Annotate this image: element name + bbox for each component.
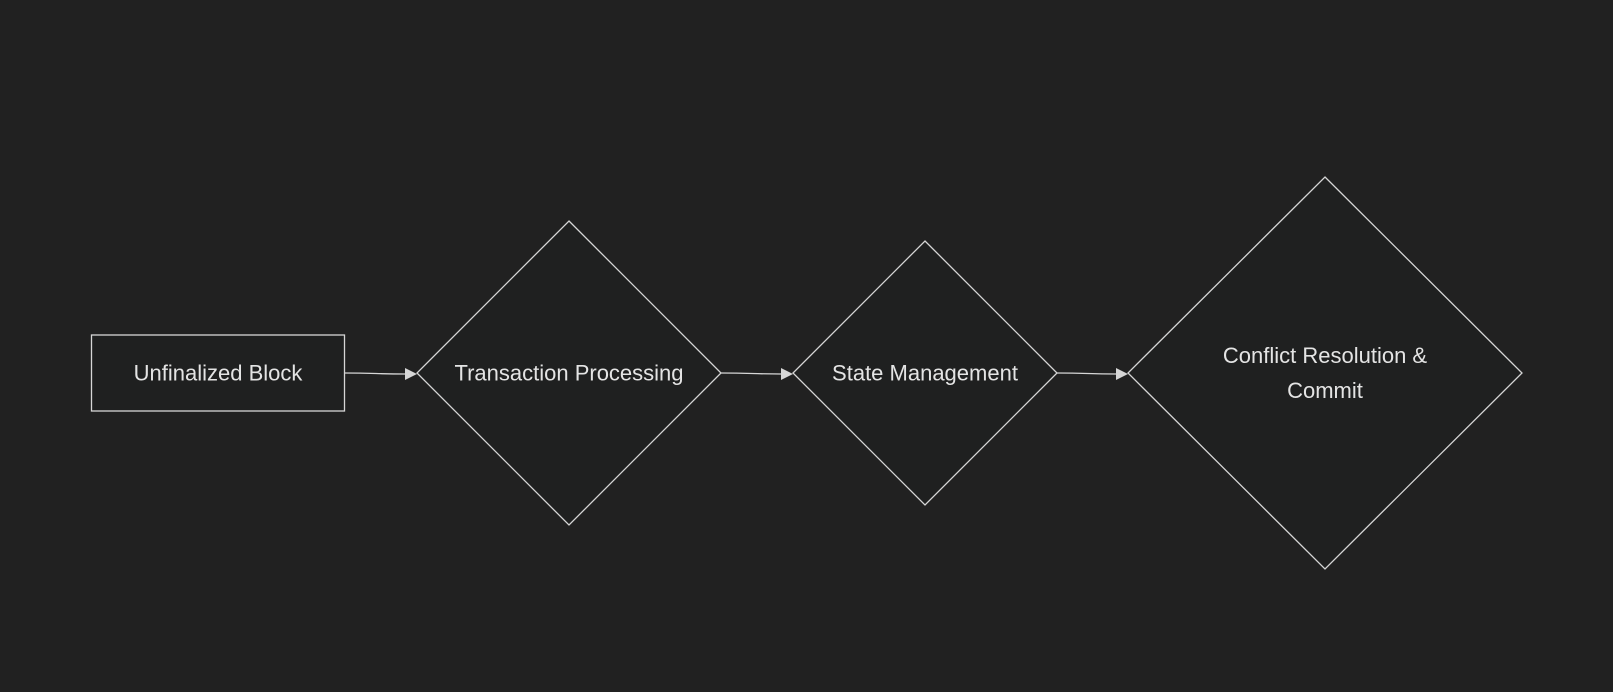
conflict-resolution-commit-label-line-1: Conflict Resolution & [1223,343,1428,368]
arrowhead-icon [781,368,793,380]
unfinalized-block-label-line-1: Unfinalized Block [134,361,304,386]
edge-transaction-processing-to-state-management [720,368,793,380]
node-transaction-processing: Transaction Processing [416,220,722,526]
arrow-line [720,372,782,375]
node-conflict-resolution-commit: Conflict Resolution & Commit [1127,176,1523,570]
node-state-management: State Management [792,240,1058,506]
arrowhead-icon [405,368,417,380]
conflict-resolution-commit-diamond [1127,176,1523,570]
transaction-processing-label-line-1: Transaction Processing [454,361,683,386]
arrow-line [1056,372,1117,375]
arrow-line [344,372,406,375]
transaction-processing-diamond [416,220,722,526]
edges-layer [344,368,1128,380]
state-management-diamond [792,240,1058,506]
nodes-layer: Unfinalized Block Transaction Processing S… [90,176,1523,570]
unfinalized-block-rectangle [90,334,346,412]
conflict-resolution-commit-label-line-2: Commit [1287,378,1363,403]
arrowhead-icon [1116,368,1128,380]
edge-unfinalized-block-to-transaction-processing [344,368,417,380]
state-management-label-line-1: State Management [832,361,1018,386]
node-unfinalized-block: Unfinalized Block [90,334,346,412]
edge-state-management-to-conflict-resolution-commit [1056,368,1128,380]
